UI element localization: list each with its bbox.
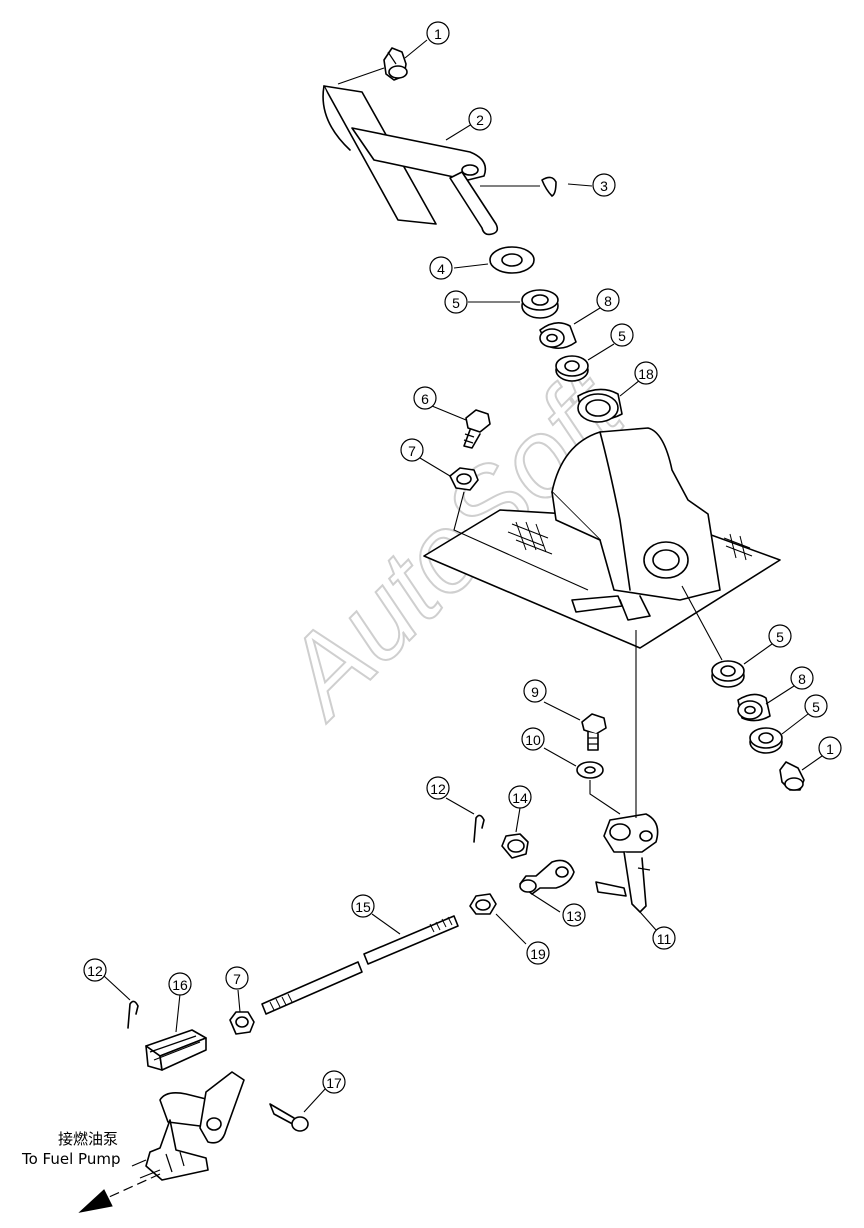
callout-12: 12 [83, 958, 107, 982]
callout-number: 11 [657, 931, 672, 947]
callout-number: 5 [776, 629, 784, 645]
lock-nut [501, 833, 529, 859]
callout-number: 17 [326, 1075, 342, 1091]
callout-15: 15 [351, 894, 375, 918]
callout-number: 16 [172, 977, 188, 993]
callout-number: 14 [512, 790, 528, 806]
washer [489, 246, 535, 274]
callout-13: 13 [562, 903, 586, 927]
fuel-pump-linkage [131, 1071, 245, 1181]
callout-number: 3 [600, 178, 608, 194]
callout-12: 12 [426, 776, 450, 800]
clevis-pin [269, 1103, 309, 1132]
callout-5: 5 [444, 290, 468, 314]
callout-number: 2 [476, 112, 484, 128]
callout-number: 12 [430, 781, 446, 797]
callout-19: 19 [526, 941, 550, 965]
callout-number: 9 [531, 684, 539, 700]
callout-5: 5 [804, 694, 828, 718]
callout-number: 15 [355, 899, 371, 915]
callout-number: 6 [421, 391, 429, 407]
callout-number: 10 [525, 732, 541, 748]
callout-6: 6 [413, 386, 437, 410]
callout-9: 9 [523, 679, 547, 703]
rubber-block [145, 1029, 207, 1071]
callout-1: 1 [426, 21, 450, 45]
callout-5: 5 [610, 323, 634, 347]
callout-17: 17 [322, 1070, 346, 1094]
caption-chinese: 接燃油泵 [58, 1130, 118, 1148]
bushing-lower-b [749, 727, 783, 754]
hex-bolt-upper [463, 409, 491, 449]
callout-number: 5 [812, 699, 820, 715]
pedal-stop-cap-top [383, 47, 408, 81]
adjuster-nut [469, 893, 497, 915]
hex-nut-upper [449, 467, 479, 491]
pedal-stop-cap-lower [779, 761, 805, 791]
cotter-pin-lower [127, 1000, 139, 1029]
bushing-lower-a [711, 660, 745, 688]
callout-number: 19 [530, 946, 546, 962]
callout-number: 1 [434, 26, 442, 42]
caption-english: To Fuel Pump [21, 1150, 120, 1168]
callout-7: 7 [400, 438, 424, 462]
callout-number: 7 [233, 971, 241, 987]
callout-number: 4 [437, 261, 445, 277]
hex-bolt-lower [581, 713, 607, 751]
callout-number: 18 [638, 366, 654, 382]
callout-number: 8 [798, 671, 806, 687]
bushing-upper-a [521, 289, 559, 319]
bushing-upper-b [555, 355, 589, 382]
callout-3: 3 [592, 173, 616, 197]
accelerator-pedal [322, 85, 499, 236]
leader-lines [103, 39, 823, 1113]
callout-8: 8 [790, 666, 814, 690]
callout-number: 8 [604, 293, 612, 309]
callout-16: 16 [168, 972, 192, 996]
callout-4: 4 [429, 256, 453, 280]
callout-number: 13 [566, 908, 582, 924]
cotter-pin-upper [473, 814, 485, 843]
callout-1: 1 [818, 736, 842, 760]
callout-number: 7 [408, 443, 416, 459]
callout-5: 5 [768, 624, 792, 648]
callout-10: 10 [521, 727, 545, 751]
hex-nut-lower [229, 1011, 255, 1035]
callout-2: 2 [468, 107, 492, 131]
callout-8: 8 [596, 288, 620, 312]
throttle-rod [261, 915, 459, 1015]
callout-14: 14 [508, 785, 532, 809]
rod-end [519, 859, 627, 897]
callout-number: 12 [87, 963, 103, 979]
bell-crank-lever [603, 813, 659, 913]
spacer-upper [539, 322, 577, 350]
pedal-bracket-assembly [423, 427, 781, 649]
arrow-to-fuel-pump [78, 1173, 161, 1213]
large-bushing [577, 388, 623, 423]
washer-lower [576, 761, 604, 779]
clip-part [541, 176, 557, 197]
callout-number: 5 [618, 328, 626, 344]
spacer-lower [737, 693, 771, 722]
callout-number: 1 [826, 741, 834, 757]
callout-11: 11 [652, 926, 676, 950]
callout-7: 7 [225, 966, 249, 990]
callout-number: 5 [452, 295, 460, 311]
callout-18: 18 [634, 361, 658, 385]
